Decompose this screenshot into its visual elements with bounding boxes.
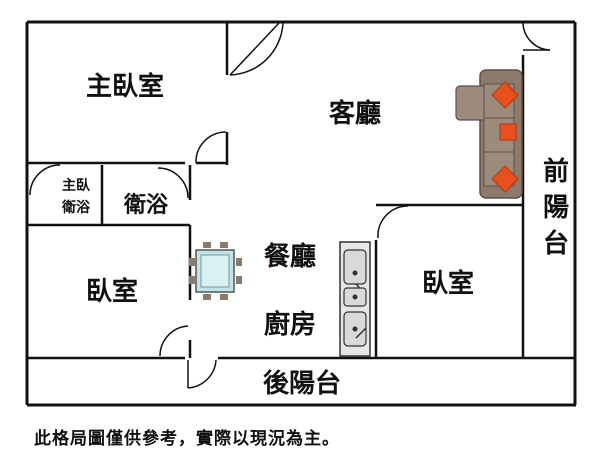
outer-walls [25,20,577,407]
label-front-balcony-3: 台 [543,228,569,259]
disclaimer-text: 此格局圖僅供參考，實際以現況為主。 [34,429,340,449]
label-back-balcony: 後陽台 [263,368,341,399]
dining-table-icon [189,242,242,300]
label-front-balcony-1: 前 [543,156,569,187]
label-dining-room: 餐廳 [264,241,316,272]
label-master-bedroom: 主臥室 [86,71,164,102]
label-kitchen: 廚房 [264,309,316,340]
sink-icon [339,241,371,357]
label-bedroom-left: 臥室 [86,276,138,307]
interior-walls [27,22,576,360]
sofa-icon [455,69,523,199]
label-master-bath-1: 主臥 [62,177,91,194]
door-swing-icon [29,21,551,389]
label-living-room: 客廳 [329,98,381,129]
label-master-bath-2: 衛浴 [61,199,91,216]
label-front-balcony-2: 陽 [543,193,569,223]
label-bedroom-right: 臥室 [422,268,474,299]
label-bathroom: 衛浴 [123,192,169,218]
